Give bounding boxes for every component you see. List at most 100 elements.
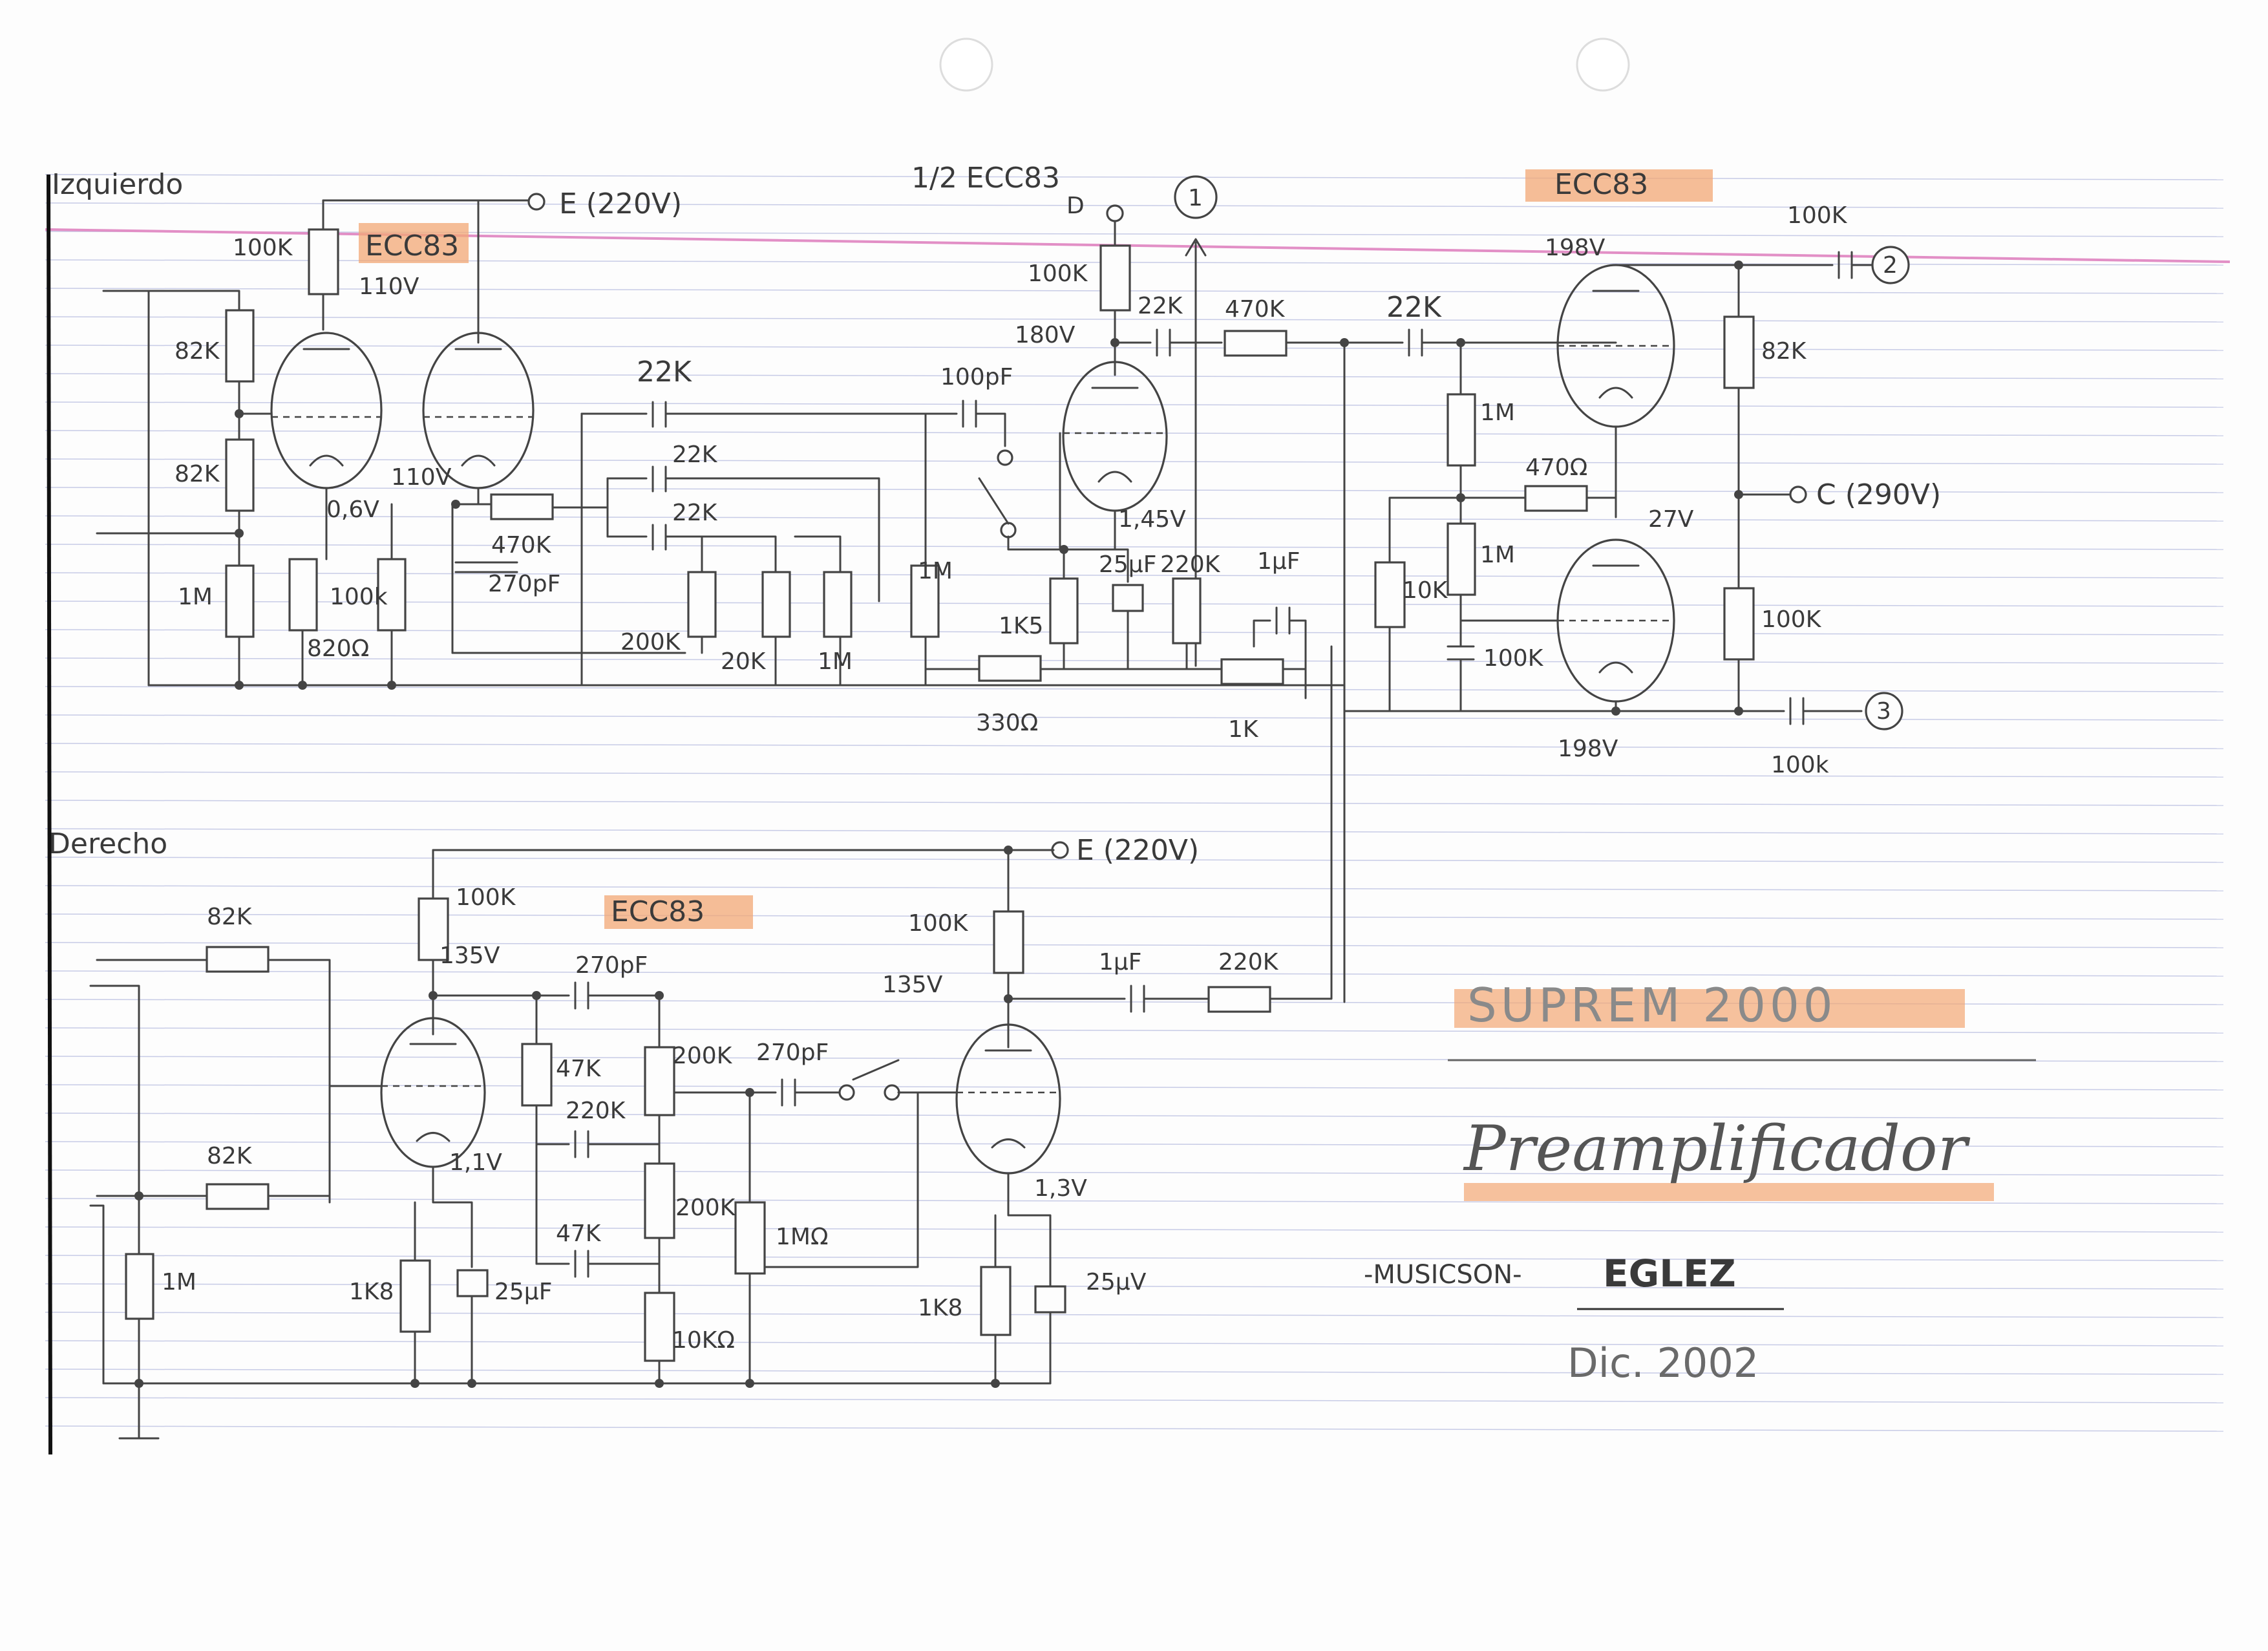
label-connector-3: 3: [1876, 698, 1891, 725]
label-bottom-82k-low: 82K: [207, 1143, 253, 1169]
connector-2[interactable]: [1871, 246, 1910, 284]
label-mid-22k: 22K: [1138, 293, 1183, 319]
rule-line: [45, 1255, 2224, 1261]
label-145v: 1,45V: [1118, 506, 1186, 533]
resistor-82k-bottom-low: [206, 1183, 270, 1210]
c-supply-terminal[interactable]: [1789, 485, 1807, 504]
connector-3[interactable]: [1865, 692, 1903, 730]
label-135v-b: 135V: [882, 972, 943, 998]
label-100k-cathode: 100k: [330, 584, 388, 610]
label-right-82k: 82K: [1761, 338, 1807, 365]
resistor-330-feedback: [978, 655, 1042, 682]
resistor-47k-top: [521, 1043, 553, 1107]
highlight-top-right-ecc83: [1525, 169, 1713, 202]
label-100k-top-cap: 100K: [1787, 202, 1848, 229]
label-22k-a: 22K: [637, 356, 692, 389]
highlight-subtitle: [1464, 1183, 1994, 1201]
rule-line: [45, 800, 2224, 806]
title-author: EGLEZ: [1603, 1252, 1736, 1295]
title-date: Dic. 2002: [1567, 1339, 1759, 1387]
label-470k: 470K: [491, 532, 552, 559]
label-13v: 1,3V: [1034, 1175, 1087, 1202]
header-right-channel: Derecho: [48, 827, 167, 860]
rule-line: [45, 572, 2224, 579]
label-1m-left: 1M: [178, 584, 213, 610]
rule-line: [45, 1312, 2224, 1318]
label-pot-200k: 200K: [620, 629, 681, 655]
label-11v: 1,1V: [449, 1149, 502, 1176]
resistor-470k-series: [490, 493, 554, 520]
resistor-1m-right-a: [1447, 393, 1476, 467]
resistor-1k8-bottom-b: [980, 1266, 1012, 1336]
highlight-bottom-ecc83: [604, 895, 753, 929]
label-bottom-220k-r: 220K: [1218, 949, 1279, 975]
rule-line: [45, 743, 2224, 749]
rule-line: [45, 288, 2224, 294]
ruled-lines: [45, 174, 2224, 1432]
label-mid-25uf: 25µF: [1099, 551, 1156, 578]
resistor-1k5-cathode: [1049, 577, 1079, 644]
rule-line: [45, 1113, 2224, 1119]
pot-1m-tone[interactable]: [823, 571, 853, 638]
pot-20k-tone[interactable]: [761, 571, 791, 638]
e-supply-terminal-top[interactable]: [527, 193, 546, 211]
cap-25uf-bottom-b: [1034, 1285, 1066, 1314]
label-mid-220k: 220K: [1160, 551, 1221, 578]
rule-line: [45, 686, 2224, 692]
label-82k-mid: 82K: [175, 461, 220, 487]
label-25uf-a: 25µF: [494, 1279, 552, 1305]
highlight-model: [1454, 989, 1965, 1028]
left-border-line: [47, 174, 52, 1455]
rule-line: [45, 1425, 2224, 1432]
rule-line: [45, 1397, 2224, 1403]
pot-200k-bottom-b[interactable]: [644, 1162, 675, 1239]
resistor-100k-bottom-b: [993, 910, 1024, 974]
resistor-100k-right: [1723, 587, 1755, 661]
rule-line: [45, 970, 2224, 977]
label-c-supply: C (290V): [1816, 478, 1941, 511]
label-82k-top: 82K: [175, 338, 220, 365]
tube-bottom-left: [380, 1017, 486, 1168]
label-bottom-82k-top: 82K: [207, 904, 253, 930]
label-pot-200k-b: 200K: [675, 1195, 736, 1221]
header-half-tube: 1/2 ECC83: [911, 162, 1060, 195]
pot-10k-bottom[interactable]: [644, 1292, 675, 1362]
label-330: 330Ω: [976, 710, 1038, 736]
connector-1[interactable]: [1174, 175, 1218, 219]
pot-1k-mid[interactable]: [1220, 658, 1284, 685]
pot-1m-bottom[interactable]: [734, 1201, 766, 1275]
label-bottom-ecc83: ECC83: [611, 895, 705, 928]
labels: Izquierdo Derecho 1/2 ECC83 ECC83 ECC83 …: [48, 162, 2036, 1387]
cap-25uf-mid: [1112, 584, 1144, 612]
label-mid-470k: 470K: [1225, 296, 1286, 323]
e-supply-terminal-bottom[interactable]: [1051, 841, 1069, 859]
resistor-10k-right: [1374, 561, 1406, 628]
label-right-10k: 10K: [1403, 577, 1448, 604]
punch-hole-left: [939, 37, 993, 92]
highlight-left-ecc83: [359, 223, 469, 263]
resistor-220k-bottom: [1207, 986, 1271, 1013]
rule-line: [45, 1141, 2224, 1147]
label-connector-2: 2: [1883, 252, 1898, 279]
label-mid-1uf: 1µF: [1257, 548, 1300, 575]
pot-200k-bottom-a[interactable]: [644, 1046, 675, 1116]
rule-line: [45, 828, 2224, 835]
rule-line: [45, 942, 2224, 948]
rule-line: [45, 714, 2224, 721]
d-supply-terminal[interactable]: [1106, 204, 1124, 222]
rule-line: [45, 458, 2224, 465]
label-bottom-1uf: 1µF: [1099, 949, 1142, 975]
label-22k-c: 22K: [672, 500, 718, 526]
rule-line: [45, 629, 2224, 635]
label-22k-b: 22K: [672, 442, 718, 468]
label-bottom-220k: 220K: [566, 1098, 626, 1124]
pot-200k-tone[interactable]: [687, 571, 717, 638]
resistor-1m-input: [125, 1253, 154, 1320]
tone-stack-section: [580, 399, 1068, 687]
label-820: 820Ω: [307, 635, 369, 662]
cap-25uf-bottom-a: [456, 1269, 489, 1297]
label-top-right-ecc83: ECC83: [1554, 168, 1648, 201]
resistor-82k-right: [1723, 315, 1755, 389]
rule-line: [45, 771, 2224, 778]
label-47k-a: 47K: [556, 1056, 602, 1082]
